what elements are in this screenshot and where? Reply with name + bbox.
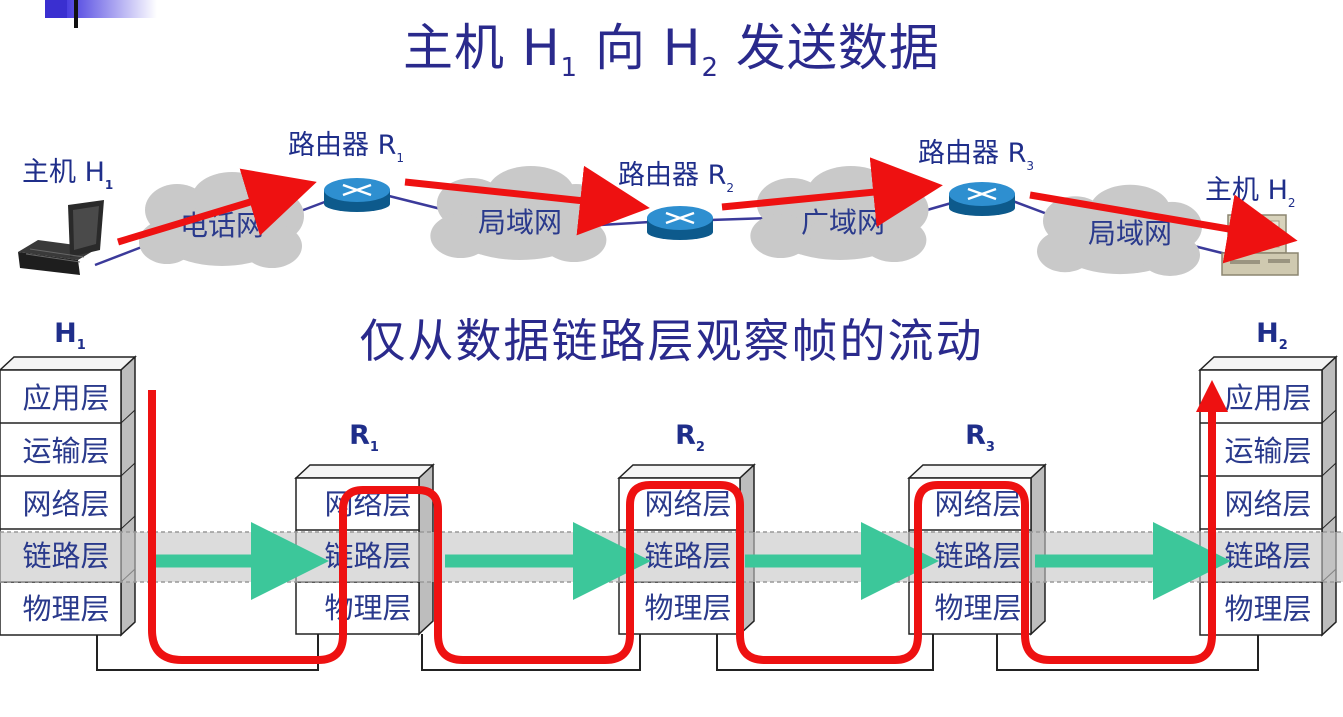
corner-gradient bbox=[67, 0, 157, 18]
r2-layer-physical: 物理层 bbox=[644, 591, 731, 625]
h1-layer-application: 应用层 bbox=[22, 381, 109, 415]
corner-decoration bbox=[45, 0, 67, 18]
cloud-label-2: 局域网 bbox=[478, 206, 562, 239]
h2-layer-network: 网络层 bbox=[1224, 487, 1311, 521]
r3-layer-link: 链路层 bbox=[934, 539, 1021, 573]
cloud-label-3: 广域网 bbox=[801, 206, 885, 239]
h1-layer-link: 链路层 bbox=[22, 539, 109, 573]
data-flow-arrows-top bbox=[116, 157, 1298, 264]
r1-layer-physical: 物理层 bbox=[324, 591, 411, 625]
host-h2-label: 主机 H2 bbox=[1205, 175, 1296, 210]
data-path-line bbox=[148, 390, 1216, 664]
h1-layer-network: 网络层 bbox=[22, 487, 109, 521]
stack-title-r3: R3 bbox=[965, 420, 995, 455]
h2-layer-transport: 运输层 bbox=[1224, 434, 1311, 468]
page-title: 主机 H1 向 H2 发送数据 bbox=[403, 19, 940, 83]
router-r2-label: 路由器 R2 bbox=[618, 160, 734, 195]
h1-layers: 应用层 运输层 网络层 链路层 物理层 bbox=[22, 381, 109, 626]
r3-layer-network: 网络层 bbox=[934, 487, 1021, 521]
physical-links bbox=[96, 634, 1259, 671]
h2-layer-physical: 物理层 bbox=[1224, 592, 1311, 626]
stack-title-h2: H2 bbox=[1256, 318, 1288, 353]
h1-layer-transport: 运输层 bbox=[22, 434, 109, 468]
laptop-icon bbox=[18, 200, 104, 275]
desktop-computer-icon bbox=[1221, 214, 1299, 276]
router-r1-label: 路由器 R1 bbox=[288, 130, 404, 165]
corner-line bbox=[74, 0, 78, 28]
cloud-label-4: 局域网 bbox=[1088, 217, 1172, 250]
stack-title-r2: R2 bbox=[675, 420, 705, 455]
r2-layer-network: 网络层 bbox=[644, 487, 731, 521]
data-path-arrowhead bbox=[1196, 380, 1228, 412]
r3-layer-physical: 物理层 bbox=[934, 591, 1021, 625]
router-r3-label: 路由器 R3 bbox=[918, 138, 1034, 173]
host-h1-label: 主机 H1 bbox=[22, 157, 113, 192]
h1-layer-physical: 物理层 bbox=[22, 592, 109, 626]
r2-layer-link: 链路层 bbox=[644, 539, 731, 573]
stack-title-h1: H1 bbox=[54, 318, 86, 353]
h2-layer-link: 链路层 bbox=[1224, 539, 1311, 573]
h2-layer-application: 应用层 bbox=[1224, 381, 1311, 415]
router-icon bbox=[324, 178, 1015, 240]
subtitle: 仅从数据链路层观察帧的流动 bbox=[359, 314, 984, 368]
stack-title-r1: R1 bbox=[349, 420, 379, 455]
r1-layer-link: 链路层 bbox=[324, 539, 411, 573]
